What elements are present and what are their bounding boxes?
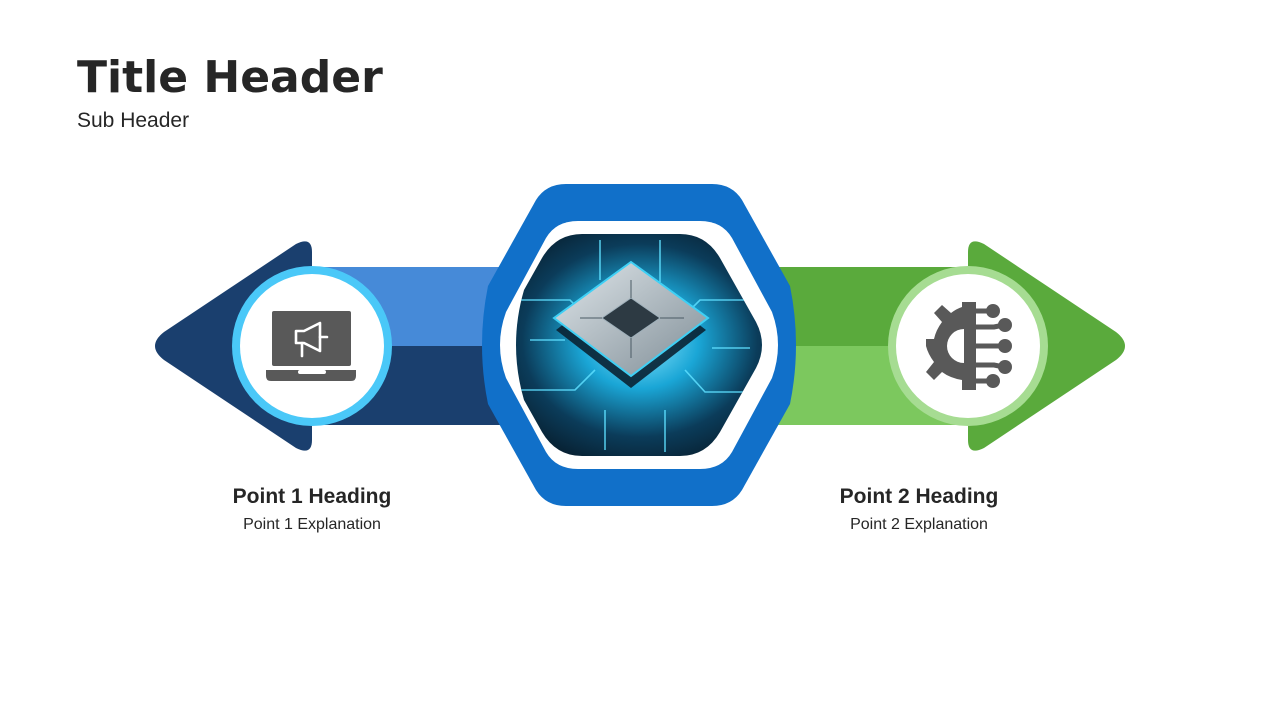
gear-circuit-icon	[926, 302, 1012, 390]
point-2-explanation: Point 2 Explanation	[850, 516, 988, 533]
point-2: Point 2 Heading Point 2 Explanation	[789, 484, 1049, 536]
point-1-explanation: Point 1 Explanation	[243, 516, 381, 533]
point-2-heading: Point 2 Heading	[839, 485, 999, 508]
circuit-chip-image	[516, 234, 762, 456]
laptop-megaphone-icon	[266, 311, 356, 381]
page-subtitle: Sub Header	[77, 109, 190, 132]
point-2-icon-badge	[888, 266, 1048, 426]
point-1-heading: Point 1 Heading	[232, 485, 392, 508]
page-title: Title Header	[77, 52, 383, 103]
point-1: Point 1 Heading Point 1 Explanation	[182, 484, 442, 536]
point-1-icon-badge	[232, 266, 392, 426]
center-hexagon	[482, 184, 796, 506]
